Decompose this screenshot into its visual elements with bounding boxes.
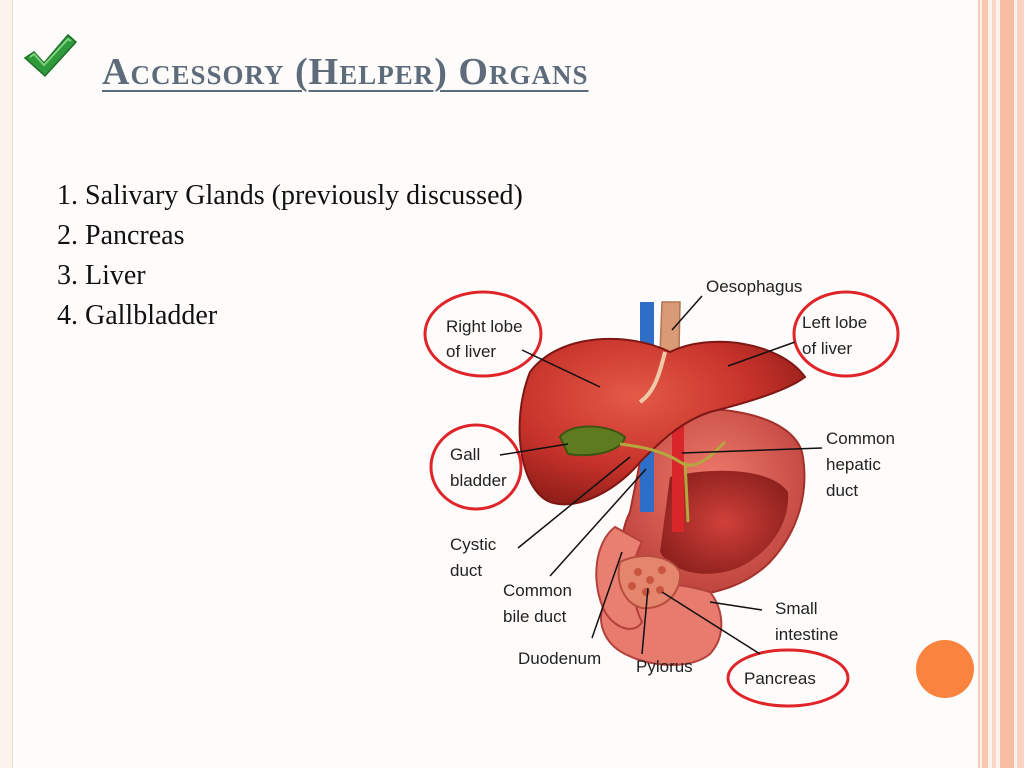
digestive-organs-diagram: Oesophagus Right lobe of liver Left lobe…: [423, 277, 900, 708]
decorative-stripe: [992, 0, 996, 768]
label-gallbladder: bladder: [450, 471, 507, 490]
label-right-lobe: of liver: [446, 342, 496, 361]
label-pancreas: Pancreas: [744, 669, 816, 688]
highlight-circle: [792, 290, 900, 378]
highlight-circle: [726, 648, 850, 708]
highlight-circle: [423, 290, 543, 378]
label-gallbladder: Gall: [450, 445, 480, 464]
label-right-lobe: Right lobe: [446, 317, 523, 336]
orange-circle-decoration: [916, 640, 974, 698]
leader-lines: [499, 295, 823, 655]
label-common-hepatic-duct: Common: [826, 429, 895, 448]
list-item: 4. Gallbladder: [57, 300, 218, 331]
label-small-intestine: Small: [775, 599, 818, 618]
checkmark-icon: [23, 33, 78, 78]
decorative-stripe: [982, 0, 988, 768]
organ-list: 1. Salivary Glands (previously discussed…: [57, 176, 523, 336]
decorative-stripe: [1017, 0, 1024, 768]
bile-ducts: [619, 440, 727, 467]
list-item: 3. Liver: [57, 260, 146, 291]
pancreas-texture: [628, 566, 666, 596]
liver: [518, 337, 807, 506]
stomach-interior: [660, 470, 789, 574]
label-left-lobe: Left lobe: [802, 313, 867, 332]
label-duodenum: Duodenum: [518, 649, 601, 668]
label-cystic-duct: duct: [450, 561, 482, 580]
label-small-intestine: intestine: [775, 625, 838, 644]
label-left-lobe: of liver: [802, 339, 852, 358]
slide-panel: [12, 0, 980, 768]
liver-ligament: [638, 351, 667, 404]
label-common-hepatic-duct: duct: [826, 481, 858, 500]
list-item: 1. Salivary Glands (previously discussed…: [57, 180, 523, 211]
highlight-circle: [429, 423, 523, 511]
label-common-bile-duct: bile duct: [503, 607, 567, 626]
label-pylorus: Pylorus: [636, 657, 693, 676]
label-common-hepatic-duct: hepatic: [826, 455, 881, 474]
list-item: 2. Pancreas: [57, 220, 185, 251]
decorative-stripe: [1000, 0, 1014, 768]
label-oesophagus: Oesophagus: [706, 277, 802, 296]
aorta: [672, 412, 684, 532]
gallbladder: [558, 425, 627, 457]
page-title: Accessory (Helper) Organs: [102, 51, 589, 93]
label-cystic-duct: Cystic: [450, 535, 497, 554]
label-common-bile-duct: Common: [503, 581, 572, 600]
